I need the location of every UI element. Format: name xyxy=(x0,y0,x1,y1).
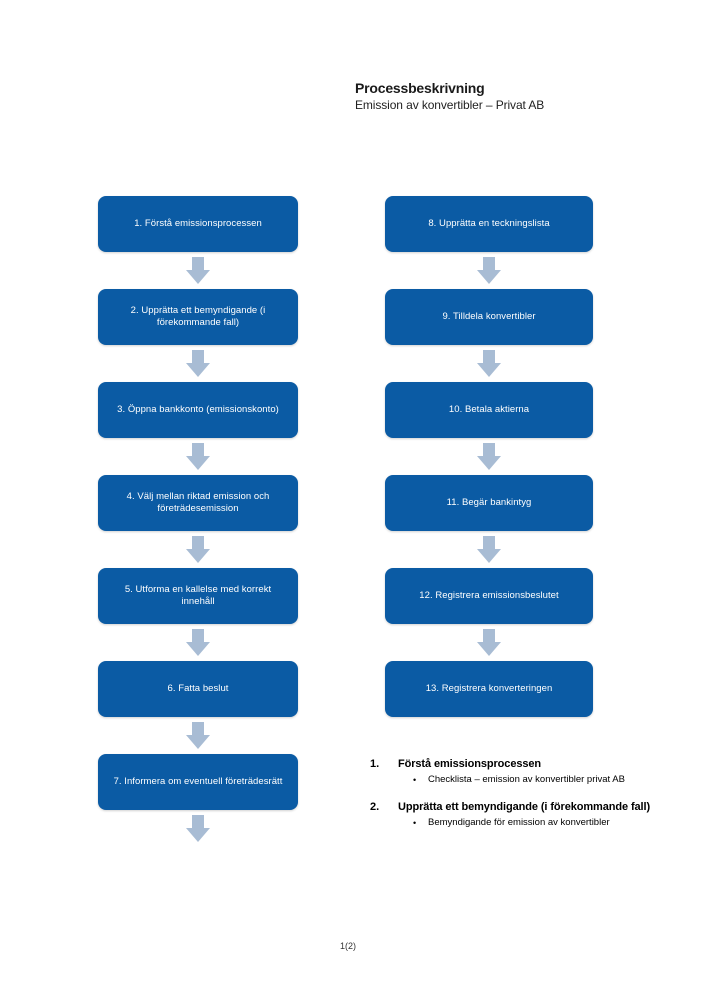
flow-node-label: 1. Förstå emissionsprocessen xyxy=(134,218,262,229)
flow-arrow-down-icon xyxy=(98,252,298,289)
list-item-number: 2. xyxy=(370,801,380,813)
page-subtitle: Emission av konvertibler – Privat AB xyxy=(355,98,545,112)
flow-arrow-down-icon xyxy=(385,531,593,568)
details-list: 1. Förstå emissionsprocessen • Checklist… xyxy=(370,757,670,842)
flow-node-label: 12. Registrera emissionsbeslutet xyxy=(419,590,559,601)
flow-arrow-down-icon xyxy=(98,810,298,847)
flow-node-1[interactable]: 1. Förstå emissionsprocessen xyxy=(98,196,298,252)
list-item-title: Förstå emissionsprocessen xyxy=(398,758,542,770)
page-title: Processbeskrivning xyxy=(355,80,485,96)
flow-node-3[interactable]: 3. Öppna bankkonto (emissionskonto) xyxy=(98,382,298,438)
flowchart-left-column: 1. Förstå emissionsprocessen 2. Upprätta… xyxy=(98,196,298,847)
flow-node-label: 13. Registrera konverteringen xyxy=(425,683,553,694)
flow-arrow-down-icon xyxy=(98,717,298,754)
flow-arrow-down-icon xyxy=(98,345,298,382)
flow-node-8[interactable]: 8. Upprätta en teckningslista xyxy=(385,196,593,252)
flow-node-12[interactable]: 12. Registrera emissionsbeslutet xyxy=(385,568,593,624)
flow-node-13[interactable]: 13. Registrera konverteringen xyxy=(385,661,593,717)
flow-node-label: 9. Tilldela konvertibler xyxy=(442,311,536,322)
flow-arrow-down-icon xyxy=(385,345,593,382)
document-header: Processbeskrivning Emission av konvertib… xyxy=(355,80,655,113)
flow-arrow-down-icon xyxy=(385,438,593,475)
sub-list: • Checklista – emission av konvertibler … xyxy=(413,774,670,786)
flow-node-4[interactable]: 4. Välj mellan riktad emission och föret… xyxy=(98,475,298,531)
sub-list-item: • Checklista – emission av konvertibler … xyxy=(413,774,670,786)
flow-node-9[interactable]: 9. Tilldela konvertibler xyxy=(385,289,593,345)
flow-node-label: 4. Välj mellan riktad emission och föret… xyxy=(126,491,270,514)
flow-node-label: 5. Utforma en kallelse med korrekt inneh… xyxy=(124,584,272,607)
sub-list-item-text: Bemyndigande för emission av konvertible… xyxy=(428,817,610,828)
flowchart-right-column: 8. Upprätta en teckningslista 9. Tilldel… xyxy=(385,196,593,717)
sub-list-item-text: Checklista – emission av konvertibler pr… xyxy=(428,774,625,785)
bullet-icon: • xyxy=(413,818,417,828)
flow-arrow-down-icon xyxy=(385,252,593,289)
flow-node-label: 6. Fatta beslut xyxy=(167,683,229,694)
bullet-icon: • xyxy=(413,775,417,785)
flow-node-label: 8. Upprätta en teckningslista xyxy=(428,218,550,229)
flow-arrow-down-icon xyxy=(98,531,298,568)
list-item: 1. Förstå emissionsprocessen • Checklist… xyxy=(370,757,670,786)
flow-arrow-down-icon xyxy=(385,624,593,661)
flow-node-label: 2. Upprätta ett bemyndigande (i förekomm… xyxy=(130,305,266,328)
flow-node-label: 7. Informera om eventuell företrädesrätt xyxy=(113,776,283,787)
list-item-title: Upprätta ett bemyndigande (i förekommand… xyxy=(398,801,651,813)
flow-node-10[interactable]: 10. Betala aktierna xyxy=(385,382,593,438)
sub-list-item: • Bemyndigande för emission av konvertib… xyxy=(413,817,670,829)
flow-node-5[interactable]: 5. Utforma en kallelse med korrekt inneh… xyxy=(98,568,298,624)
sub-list: • Bemyndigande för emission av konvertib… xyxy=(413,817,670,829)
flow-node-2[interactable]: 2. Upprätta ett bemyndigande (i förekomm… xyxy=(98,289,298,345)
flow-arrow-down-icon xyxy=(98,624,298,661)
flow-node-6[interactable]: 6. Fatta beslut xyxy=(98,661,298,717)
flow-node-label: 10. Betala aktierna xyxy=(448,404,530,415)
list-item-number: 1. xyxy=(370,758,380,770)
flow-node-label: 11. Begär bankintyg xyxy=(446,497,532,508)
flow-node-label: 3. Öppna bankkonto (emissionskonto) xyxy=(117,404,279,415)
flow-node-7[interactable]: 7. Informera om eventuell företrädesrätt xyxy=(98,754,298,810)
flow-arrow-down-icon xyxy=(98,438,298,475)
list-item: 2. Upprätta ett bemyndigande (i förekomm… xyxy=(370,800,670,829)
flow-node-11[interactable]: 11. Begär bankintyg xyxy=(385,475,593,531)
page-footer: 1(2) xyxy=(340,941,357,951)
